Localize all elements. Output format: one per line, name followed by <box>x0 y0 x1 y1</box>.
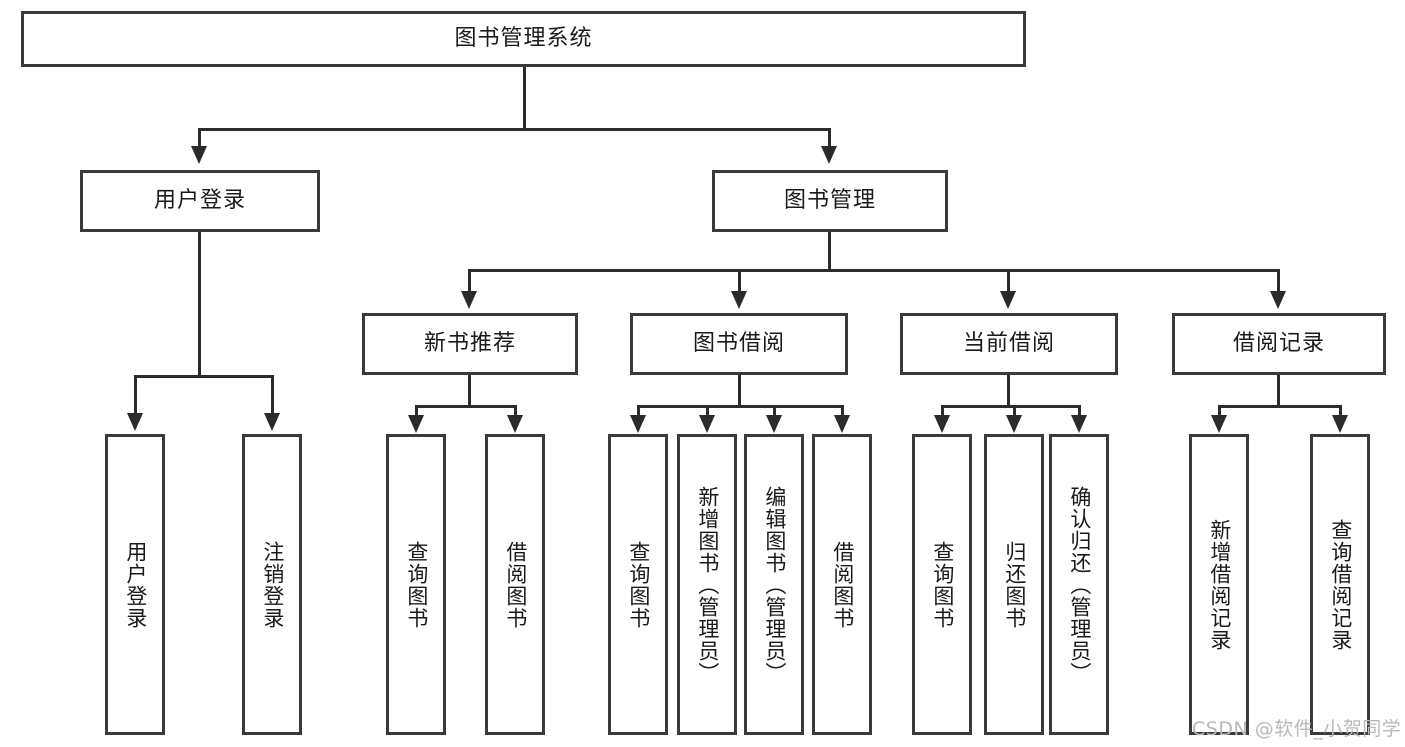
arrowhead-leaf-query-book-1 <box>408 415 424 433</box>
node-leaf-user-login-label: 用户登录 <box>123 540 148 629</box>
node-leaf-confirm-return-label: 确认归还（管理员） <box>1067 485 1092 684</box>
node-leaf-edit-book-label: 编辑图书（管理员） <box>762 485 787 684</box>
edge-drop-leaf-borrow-book-1 <box>514 405 517 417</box>
edge-root-stem <box>523 67 526 130</box>
edge-drop-user-login <box>198 128 201 148</box>
edge-level1-bus <box>198 128 830 131</box>
node-leaf-borrow-book-2-label: 借阅图书 <box>830 540 855 629</box>
node-borrow-record[interactable]: 借阅记录 <box>1172 313 1386 375</box>
edge-drop-leaf-logout-login <box>271 375 274 415</box>
edge-drop-leaf-query-book-2 <box>637 405 640 417</box>
arrowhead-user-login <box>191 146 207 164</box>
node-leaf-return-book[interactable]: 归还图书 <box>984 434 1044 735</box>
node-leaf-query-book-2[interactable]: 查询图书 <box>608 434 668 735</box>
edge-drop-borrow-record <box>1277 269 1280 293</box>
arrowhead-book-borrow <box>731 291 747 309</box>
arrowhead-leaf-query-record <box>1332 415 1348 433</box>
node-leaf-query-book-2-label: 查询图书 <box>626 540 651 629</box>
node-leaf-query-record[interactable]: 查询借阅记录 <box>1310 434 1370 735</box>
node-user-login[interactable]: 用户登录 <box>80 170 320 232</box>
edge-drop-leaf-confirm-return <box>1078 405 1081 417</box>
node-leaf-query-book-1[interactable]: 查询图书 <box>386 434 446 735</box>
arrowhead-leaf-edit-book <box>766 415 782 433</box>
arrowhead-leaf-confirm-return <box>1071 415 1087 433</box>
csdn-watermark: CSDN @软件_小贺同学 <box>1192 718 1402 740</box>
node-new-book-recommend[interactable]: 新书推荐 <box>362 313 578 375</box>
edge-current-borrow-stem <box>1007 375 1010 408</box>
arrowhead-leaf-add-book <box>699 415 715 433</box>
arrowhead-leaf-add-record <box>1211 415 1227 433</box>
node-current-borrow[interactable]: 当前借阅 <box>900 313 1118 375</box>
arrowhead-leaf-query-book-2 <box>630 415 646 433</box>
edge-drop-current-borrow <box>1007 269 1010 293</box>
arrowhead-new-book-recommend <box>461 291 477 309</box>
arrowhead-current-borrow <box>1000 291 1016 309</box>
node-leaf-return-book-label: 归还图书 <box>1002 540 1027 629</box>
node-leaf-add-record[interactable]: 新增借阅记录 <box>1189 434 1249 735</box>
edge-drop-book-manage <box>828 128 831 148</box>
node-leaf-borrow-book-1[interactable]: 借阅图书 <box>485 434 545 735</box>
arrowhead-leaf-query-book-3 <box>934 415 950 433</box>
node-new-book-recommend-label: 新书推荐 <box>423 330 516 356</box>
arrowhead-book-manage <box>821 146 837 164</box>
arrowhead-leaf-logout-login <box>264 413 280 431</box>
edge-drop-leaf-query-record <box>1339 405 1342 417</box>
node-leaf-edit-book[interactable]: 编辑图书（管理员） <box>744 434 804 735</box>
node-root[interactable]: 图书管理系统 <box>21 11 1026 67</box>
node-leaf-add-book-label: 新增图书（管理员） <box>695 485 720 684</box>
edge-drop-leaf-edit-book <box>773 405 776 417</box>
edge-drop-new-book-recommend <box>468 269 471 293</box>
node-leaf-confirm-return[interactable]: 确认归还（管理员） <box>1049 434 1109 735</box>
arrowhead-leaf-borrow-book-1 <box>507 415 523 433</box>
arrowhead-leaf-user-login <box>127 413 143 431</box>
arrowhead-borrow-record <box>1270 291 1286 309</box>
node-leaf-logout-login[interactable]: 注销登录 <box>242 434 302 735</box>
edge-book-borrow-stem <box>738 375 741 408</box>
edge-new-book-recommend-stem <box>468 375 471 408</box>
edge-drop-leaf-query-book-1 <box>415 405 418 417</box>
node-borrow-record-label: 借阅记录 <box>1232 330 1325 356</box>
arrowhead-leaf-return-book <box>1006 415 1022 433</box>
node-leaf-logout-login-label: 注销登录 <box>260 540 285 629</box>
edge-user-login-bus <box>134 375 274 378</box>
edge-drop-leaf-query-book-3 <box>941 405 944 417</box>
node-book-manage[interactable]: 图书管理 <box>712 170 948 232</box>
node-user-login-label: 用户登录 <box>153 187 246 213</box>
edge-drop-leaf-add-record <box>1218 405 1221 417</box>
node-leaf-add-book[interactable]: 新增图书（管理员） <box>677 434 737 735</box>
node-leaf-user-login[interactable]: 用户登录 <box>105 434 165 735</box>
edge-book-borrow-bus <box>637 405 843 408</box>
edge-borrow-record-stem <box>1277 375 1280 408</box>
edge-drop-leaf-return-book <box>1013 405 1016 417</box>
edge-book-manage-stem <box>828 232 831 271</box>
node-current-borrow-label: 当前借阅 <box>962 330 1055 356</box>
edge-level2-bus <box>468 269 1280 272</box>
node-leaf-query-book-3-label: 查询图书 <box>930 540 955 629</box>
node-leaf-query-record-label: 查询借阅记录 <box>1328 518 1353 651</box>
edge-new-book-recommend-bus <box>415 405 517 408</box>
node-root-label: 图书管理系统 <box>454 25 593 51</box>
node-book-borrow-label: 图书借阅 <box>692 330 785 356</box>
node-leaf-borrow-book-2[interactable]: 借阅图书 <box>812 434 872 735</box>
edge-borrow-record-bus <box>1218 405 1342 408</box>
edge-drop-book-borrow <box>738 269 741 293</box>
node-leaf-borrow-book-1-label: 借阅图书 <box>503 540 528 629</box>
node-leaf-query-book-1-label: 查询图书 <box>404 540 429 629</box>
node-leaf-add-record-label: 新增借阅记录 <box>1207 518 1232 651</box>
edge-current-borrow-bus <box>941 405 1081 408</box>
arrowhead-leaf-borrow-book-2 <box>834 415 850 433</box>
edge-drop-leaf-user-login <box>134 375 137 415</box>
node-leaf-query-book-3[interactable]: 查询图书 <box>912 434 972 735</box>
edge-drop-leaf-borrow-book-2 <box>841 405 844 417</box>
edge-drop-leaf-add-book <box>706 405 709 417</box>
node-book-borrow[interactable]: 图书借阅 <box>630 313 848 375</box>
edge-user-login-stem <box>198 232 201 377</box>
node-book-manage-label: 图书管理 <box>783 187 876 213</box>
